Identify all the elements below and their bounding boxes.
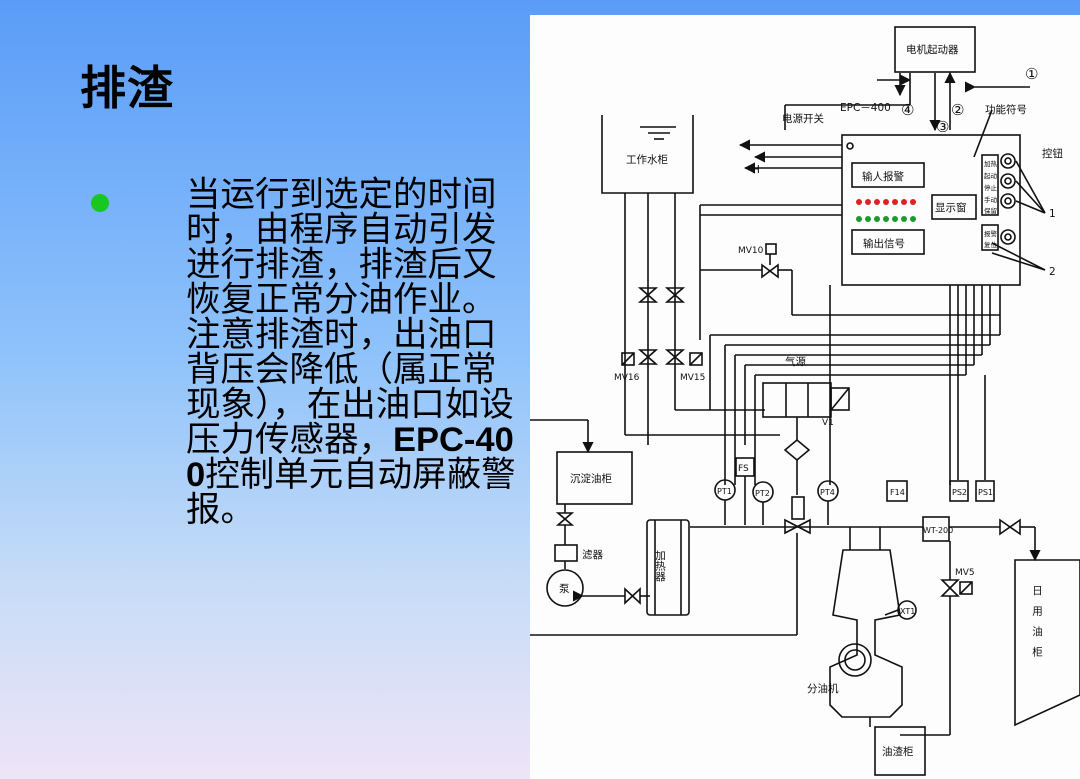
label-v1: V1 (822, 418, 834, 428)
label-display-window: 显示窗 (935, 201, 967, 214)
label-function-symbol: 功能符号 (985, 103, 1027, 116)
display-window-panel (931, 194, 977, 220)
label-daily-tank: 日用油柜 (1031, 585, 1043, 667)
daily-oil-tank (1014, 559, 1080, 727)
bullet-text-part1: 当运行到选定的时间时，由程序自动引发进行排渣，排渣后又恢复正常分油作业。注意排渣… (186, 175, 514, 460)
diagram-panel: 电机起动器 ① ④ ② ③ 电源开关 EPC－400 功能符号 控钮 输人报警 … (530, 15, 1080, 779)
label-filter: 滤器 (582, 548, 603, 561)
label-epc400: EPC－400 (840, 102, 891, 114)
epc400-controller-box (841, 134, 1021, 286)
label-fn-start: 起动 (984, 172, 998, 180)
bullet-text-part2: 控制单元自动屏蔽警报。 (186, 455, 516, 530)
heater (646, 519, 690, 616)
label-mv5: MV5 (955, 568, 975, 578)
separator-control-diagram: 电机起动器 ① ④ ② ③ 电源开关 EPC－400 功能符号 控钮 输人报警 … (530, 26, 1080, 776)
label-fn-stop: 停止 (984, 183, 998, 192)
bullet-paragraph: 当运行到选定的时间时，由程序自动引发进行排渣，排渣后又恢复正常分油作业。注意排渣… (186, 178, 521, 528)
separator-machine (829, 549, 903, 718)
bullet-text-bold: EPC-400 (186, 421, 514, 494)
label-f14: F14 (890, 488, 905, 497)
label-fn-alarm: 报警 (984, 229, 998, 238)
label-power-switch: 电源开关 (782, 112, 824, 125)
label-pt2: PT2 (755, 489, 770, 498)
label-ps2: PS2 (952, 488, 967, 497)
label-fs: FS (738, 464, 749, 474)
label-control-button: 控钮 (1042, 147, 1064, 160)
label-num-2: 2 (1049, 266, 1056, 278)
bullet-dot (91, 194, 109, 212)
label-pump: 泵 (559, 583, 570, 595)
label-ps1: PS1 (978, 488, 993, 497)
input-alarm-panel (851, 162, 925, 188)
label-work-water-tank: 工作水柜 (626, 153, 668, 166)
label-h: H (752, 164, 760, 176)
label-air-source: 气源 (785, 355, 806, 368)
label-xt1: XT1 (900, 607, 915, 616)
label-pt4: PT4 (820, 488, 835, 497)
label-mv16: MV16 (614, 373, 640, 383)
label-circ-2: ② (951, 101, 964, 119)
label-settling-tank: 沉淀油柜 (570, 472, 612, 485)
label-output-signal: 输出信号 (863, 237, 905, 250)
label-wt200: WT-200 (923, 526, 953, 535)
sludge-tank (874, 726, 926, 776)
output-signal-panel (851, 229, 925, 255)
label-fn-heat: 加热 (984, 159, 998, 168)
label-fn-reserve: 保留 (984, 206, 997, 215)
label-mv15: MV15 (680, 373, 705, 383)
label-input-alarm: 输人报警 (862, 170, 904, 183)
label-circ-1: ① (1025, 65, 1038, 83)
label-pt1: PT1 (717, 487, 732, 496)
label-sludge-tank: 油渣柜 (882, 745, 914, 758)
air-source-solenoid (762, 382, 832, 418)
label-fn-reset: 复位 (984, 240, 998, 249)
label-motor-starter: 电机起动器 (906, 43, 959, 56)
pump (546, 569, 584, 607)
label-fn-manual: 手动 (984, 195, 998, 204)
label-circ-3: ③ (936, 118, 949, 136)
settling-tank (556, 451, 633, 505)
label-separator: 分油机 (807, 682, 839, 695)
slide-title: 排渣 (80, 61, 174, 115)
label-num-1: 1 (1049, 208, 1056, 220)
label-mv10: MV10 (738, 246, 764, 256)
label-heater: 加热器 (654, 550, 666, 582)
label-circ-4: ④ (901, 101, 914, 119)
motor-starter-box (894, 26, 976, 73)
